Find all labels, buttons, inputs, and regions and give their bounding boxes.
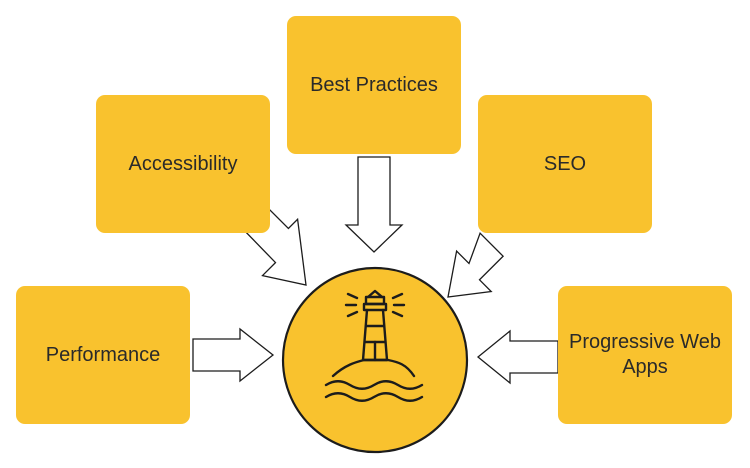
- pwa-label: Progressive Web Apps: [569, 331, 721, 378]
- pwa-node: Progressive Web Apps: [558, 286, 732, 424]
- accessibility-node: Accessibility: [96, 95, 270, 233]
- performance-node: Performance: [16, 286, 190, 424]
- pwa-arrow: [476, 329, 559, 385]
- seo-label: SEO: [543, 152, 587, 175]
- accessibility-label: Accessibility: [128, 152, 238, 175]
- best-practices-arrow: [344, 156, 404, 253]
- lighthouse-icon: [324, 289, 424, 402]
- seo-arrow: [447, 232, 505, 298]
- best-practices-label: Best Practices: [310, 73, 438, 96]
- performance-label: Performance: [45, 343, 161, 366]
- performance-arrow: [192, 327, 275, 383]
- best-practices-node: Best Practices: [287, 16, 461, 154]
- center-circle: [281, 266, 469, 454]
- seo-node: SEO: [478, 95, 652, 233]
